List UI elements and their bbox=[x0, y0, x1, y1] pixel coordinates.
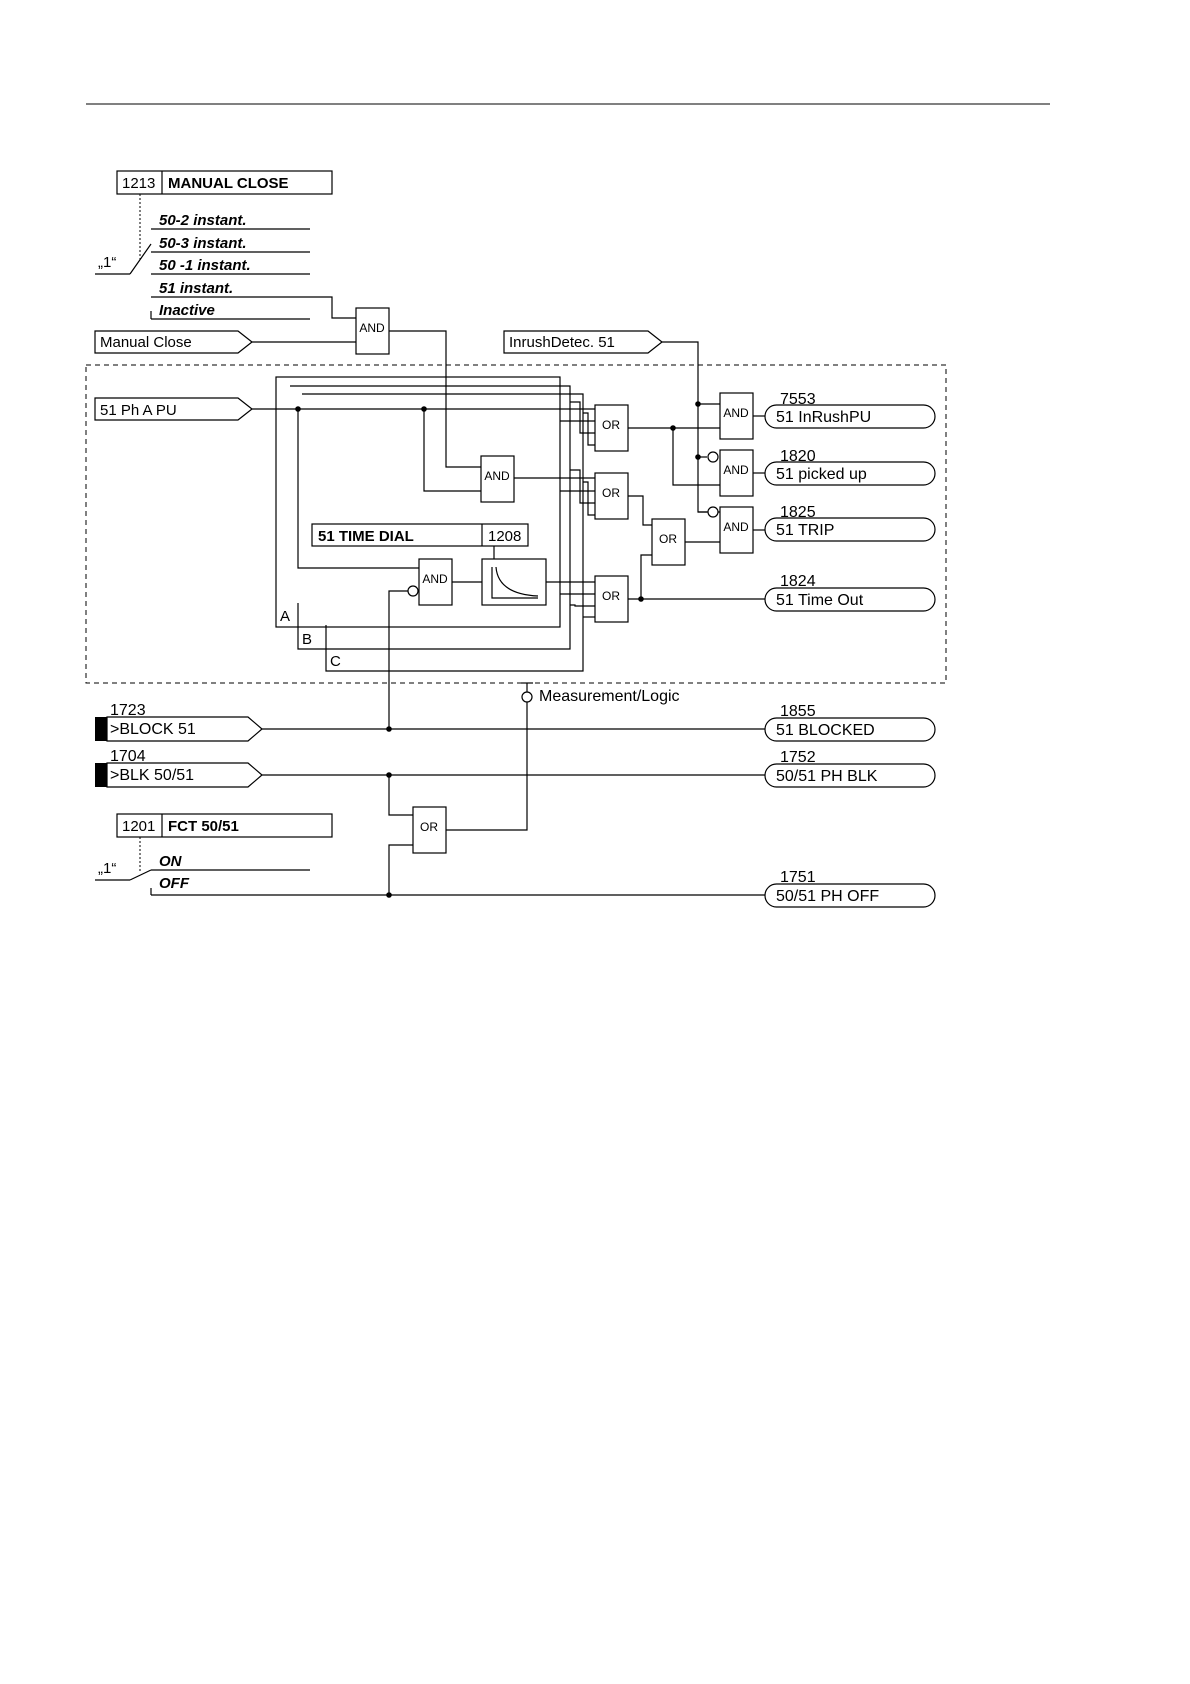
svg-text:50/51 PH OFF: 50/51 PH OFF bbox=[776, 888, 879, 905]
svg-text:Manual Close: Manual Close bbox=[100, 334, 192, 351]
svg-text:1704: 1704 bbox=[110, 748, 146, 765]
and-gate-inrushpu bbox=[719, 392, 754, 440]
svg-text:1825: 1825 bbox=[780, 504, 816, 521]
svg-text:InrushDetec. 51: InrushDetec. 51 bbox=[509, 334, 615, 351]
option-50-1: 50 -1 instant. bbox=[159, 257, 251, 274]
option-51: 51 instant. bbox=[159, 280, 233, 297]
svg-text:>BLOCK 51: >BLOCK 51 bbox=[110, 721, 196, 738]
svg-text:OR: OR bbox=[420, 820, 438, 834]
svg-text:AND: AND bbox=[484, 469, 510, 483]
svg-text:AND: AND bbox=[723, 406, 749, 420]
output-inrushpu: 7553 51 InRushPU bbox=[764, 391, 936, 429]
svg-text:51 InRushPU: 51 InRushPU bbox=[776, 409, 871, 426]
phase-frame-c bbox=[302, 393, 584, 672]
svg-text:FCT 50/51: FCT 50/51 bbox=[168, 818, 239, 835]
measurement-logic-input bbox=[521, 691, 533, 703]
or-gate-timeout bbox=[594, 575, 629, 623]
svg-text:OR: OR bbox=[602, 486, 620, 500]
svg-text:B: B bbox=[302, 631, 312, 648]
svg-text:51 Ph A PU: 51 Ph A PU bbox=[100, 402, 177, 419]
phase-frame-b bbox=[290, 385, 571, 650]
svg-text:1752: 1752 bbox=[780, 749, 816, 766]
phase-frame-a bbox=[275, 376, 561, 628]
setting-manual-close: 1213 MANUAL CLOSE 50-2 instant. 50-3 ins… bbox=[95, 170, 333, 320]
measurement-label: Measurement/Logic bbox=[539, 688, 680, 705]
or-gate-pickup bbox=[594, 404, 629, 452]
svg-text:>BLK 50/51: >BLK 50/51 bbox=[110, 767, 194, 784]
or-gate-block bbox=[412, 806, 447, 854]
svg-text:AND: AND bbox=[723, 520, 749, 534]
svg-text:51 TIME DIAL: 51 TIME DIAL bbox=[318, 528, 414, 545]
svg-text:50/51 PH BLK: 50/51 PH BLK bbox=[776, 768, 878, 785]
output-picked-up: 1820 51 picked up bbox=[764, 448, 936, 486]
and-gate-picked-up bbox=[719, 449, 754, 497]
and-gate-timer bbox=[418, 558, 453, 606]
input-inrush: InrushDetec. 51 bbox=[503, 330, 720, 513]
svg-text:7553: 7553 bbox=[780, 391, 816, 408]
svg-text:OR: OR bbox=[602, 418, 620, 432]
svg-text:OR: OR bbox=[659, 532, 677, 546]
svg-text:1751: 1751 bbox=[780, 869, 816, 886]
option-on: ON bbox=[159, 853, 183, 870]
option-50-3: 50-3 instant. bbox=[159, 235, 247, 252]
option-inactive: Inactive bbox=[159, 302, 215, 319]
input-manual-close: Manual Close bbox=[94, 330, 356, 354]
default-mark: „1“ bbox=[98, 254, 116, 271]
setting-address: 1213 bbox=[122, 175, 155, 192]
input-block51: 1723 >BLOCK 51 bbox=[95, 702, 263, 742]
output-ph-off: 1751 50/51 PH OFF bbox=[764, 869, 936, 908]
inverted-input bbox=[407, 585, 419, 597]
input-phase-pickup: 51 Ph A PU bbox=[94, 397, 253, 421]
output-time-out: 1824 51 Time Out bbox=[764, 573, 936, 612]
output-ph-blk: 1752 50/51 PH BLK bbox=[764, 749, 936, 788]
input-blk5051: 1704 >BLK 50/51 bbox=[95, 748, 263, 788]
svg-text:51 TRIP: 51 TRIP bbox=[776, 522, 834, 539]
svg-text:1820: 1820 bbox=[780, 448, 816, 465]
svg-text:AND: AND bbox=[723, 463, 749, 477]
and-gate-manual bbox=[355, 307, 390, 355]
svg-text:51 picked up: 51 picked up bbox=[776, 466, 867, 483]
svg-text:1824: 1824 bbox=[780, 573, 816, 590]
setting-time-dial: 51 TIME DIAL 1208 bbox=[311, 523, 529, 559]
setting-name: MANUAL CLOSE bbox=[168, 175, 289, 192]
option-50-2: 50-2 instant. bbox=[159, 212, 247, 229]
svg-text:51 BLOCKED: 51 BLOCKED bbox=[776, 722, 875, 739]
output-blocked: 1855 51 BLOCKED bbox=[764, 703, 936, 742]
svg-text:51 Time Out: 51 Time Out bbox=[776, 592, 864, 609]
svg-text:1723: 1723 bbox=[110, 702, 146, 719]
svg-text:A: A bbox=[280, 608, 290, 625]
svg-text:AND: AND bbox=[359, 321, 385, 335]
output-trip: 1825 51 TRIP bbox=[764, 504, 936, 542]
inverse-time-element bbox=[481, 558, 547, 606]
or-gate-trip bbox=[651, 518, 686, 566]
svg-text:1855: 1855 bbox=[780, 703, 816, 720]
setting-fct: 1201 FCT 50/51 ON OFF „1“ bbox=[95, 813, 333, 895]
svg-text:1208: 1208 bbox=[488, 528, 521, 545]
and-gate-inrush bbox=[480, 455, 515, 503]
svg-text:1201: 1201 bbox=[122, 818, 155, 835]
option-off: OFF bbox=[159, 875, 190, 892]
measurement-logic-frame bbox=[85, 364, 947, 684]
svg-text:C: C bbox=[330, 653, 341, 670]
svg-text:„1“: „1“ bbox=[98, 860, 116, 877]
svg-text:AND: AND bbox=[422, 572, 448, 586]
svg-text:OR: OR bbox=[602, 589, 620, 603]
